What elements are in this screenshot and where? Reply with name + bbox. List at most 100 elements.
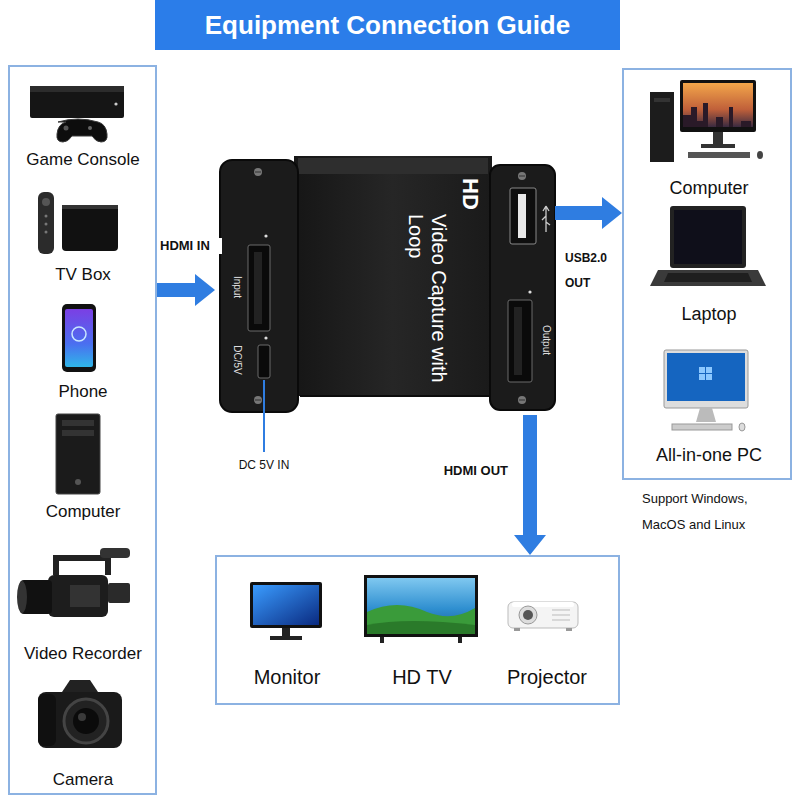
- monitor-icon: [253, 585, 319, 625]
- all-in-one-pc-icon: [699, 374, 705, 380]
- device-label: Game Console: [11, 149, 155, 170]
- computer-tower-icon: [62, 430, 94, 436]
- capture-device-illustration: [255, 172, 261, 173]
- device-label: Phone: [11, 381, 155, 402]
- title-banner: Equipment Connection Guide: [155, 0, 620, 50]
- capture-device-illustration: [519, 400, 525, 401]
- device-marking: Output: [540, 318, 552, 362]
- computer-tower-icon: [62, 420, 94, 426]
- phone-icon: [62, 304, 96, 372]
- projector-icon: [508, 602, 578, 631]
- os-support-note: Support Windows, MacOS and Linux: [642, 486, 776, 538]
- tv-box-icon: [62, 205, 118, 209]
- all-in-one-pc-icon: [664, 350, 748, 408]
- capture-device-illustration: [298, 158, 488, 174]
- device-label: Laptop: [627, 303, 791, 326]
- camera-icon: [38, 680, 122, 748]
- game-console-icon: [30, 86, 124, 92]
- capture-device-illustration: [508, 300, 532, 382]
- capture-device-illustration: [514, 307, 522, 375]
- camcorder-icon: [48, 575, 108, 617]
- signal-arrow: [157, 274, 215, 306]
- hd-tv-icon: [364, 575, 478, 643]
- monitor-icon: [270, 636, 302, 640]
- capture-device-illustration: [220, 160, 298, 412]
- all-in-one-pc-icon: [672, 424, 732, 430]
- capture-device-illustration: [254, 252, 262, 324]
- camcorder-icon: [70, 585, 100, 607]
- device-label: All-in-one PC: [627, 444, 791, 467]
- hd-tv-icon: [364, 575, 478, 637]
- capture-device-illustration: [518, 396, 526, 404]
- desktop-computer-icon: [650, 92, 674, 162]
- desktop-computer-icon: [650, 80, 763, 162]
- desktop-computer-icon: [701, 144, 735, 148]
- hd-tv-icon: [367, 621, 475, 634]
- phone-icon: [65, 309, 93, 367]
- capture-device-illustration: [220, 156, 555, 412]
- device-marking: DC/5V: [231, 340, 243, 380]
- desktop-computer-icon: [683, 103, 751, 127]
- hd-tv-icon: [380, 637, 384, 643]
- camera-icon: [38, 694, 56, 746]
- signal-arrow: [555, 197, 622, 229]
- computer-tower-icon: [56, 414, 100, 494]
- power-leader-line: [264, 380, 265, 452]
- capture-device-illustration: [264, 336, 267, 339]
- all-in-one-pc-icon: [706, 374, 712, 380]
- game-console-icon: [64, 126, 69, 131]
- port-label: HDMI OUT: [418, 463, 508, 479]
- capture-device-illustration: [490, 165, 555, 410]
- all-in-one-pc-icon: [664, 350, 748, 431]
- tv-box-icon: [42, 198, 50, 206]
- capture-device-illustration: [264, 234, 267, 237]
- device-label: Computer: [627, 177, 791, 200]
- camcorder-icon: [108, 583, 130, 603]
- device-label: Projector: [485, 665, 609, 690]
- hd-tv-icon: [367, 578, 475, 634]
- laptop-icon: [674, 210, 742, 264]
- projector-icon: [552, 610, 570, 611]
- camcorder-icon: [100, 548, 130, 558]
- capture-device-illustration: [518, 194, 526, 238]
- desktop-computer-icon: [688, 152, 750, 158]
- laptop-icon: [664, 273, 752, 282]
- desktop-computer-icon: [654, 98, 670, 102]
- display-targets-panel: Monitor HD TVProjector: [215, 555, 620, 705]
- signal-arrow: [514, 415, 546, 555]
- port-label: USB2.0 OUT: [565, 246, 617, 296]
- projector-icon: [523, 610, 533, 620]
- phone-icon: [62, 304, 96, 372]
- camera-icon: [73, 708, 99, 734]
- computer-tower-icon: [75, 479, 81, 485]
- projector-icon: [519, 606, 537, 624]
- port-label: HDMI IN: [160, 238, 222, 254]
- capture-device-illustration: [255, 400, 261, 401]
- capture-device: HDVideo Capture with LoopInputDC/5VOutpu…: [215, 155, 555, 415]
- projector-icon: [566, 628, 572, 631]
- all-in-one-pc-icon: [739, 423, 745, 431]
- desktop-computer-icon: [757, 151, 763, 159]
- hd-tv-icon: [458, 637, 462, 643]
- tv-box-icon: [38, 192, 54, 254]
- device-label: Computer: [11, 501, 155, 522]
- camcorder-icon: [56, 558, 108, 575]
- device-label: TV Box: [11, 264, 155, 285]
- power-leader-line: [263, 380, 265, 452]
- camera-icon: [78, 713, 86, 721]
- camcorder-icon: [17, 581, 27, 613]
- projector-icon: [552, 615, 570, 616]
- device-label: HD TV: [360, 665, 484, 690]
- laptop-icon: [650, 206, 766, 286]
- power-input-label: DC 5V IN: [222, 458, 306, 472]
- desktop-computer-icon: [713, 132, 723, 144]
- device-label: Video Recorder: [11, 643, 155, 664]
- camera-icon: [64, 699, 108, 743]
- device-label: Monitor: [225, 665, 349, 690]
- desktop-computer-icon: [680, 80, 756, 132]
- projector-icon: [512, 602, 574, 607]
- all-in-one-pc-icon: [667, 353, 745, 401]
- projector-icon: [552, 620, 570, 621]
- tv-box-icon: [45, 223, 48, 226]
